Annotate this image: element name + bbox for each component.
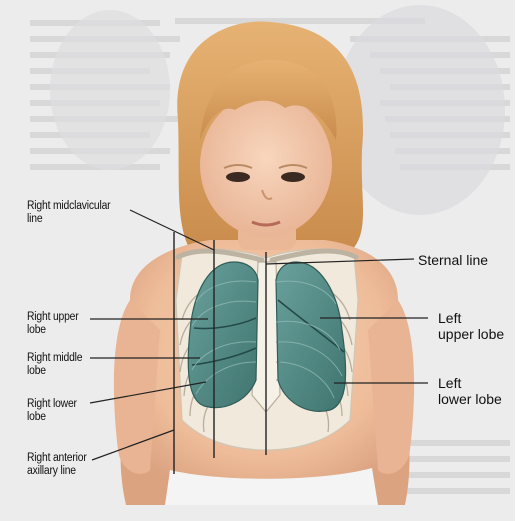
left-eye xyxy=(281,172,305,182)
face xyxy=(200,93,332,237)
label-right-upper-lobe: Right upper lobe xyxy=(27,311,79,337)
label-line-1: Right midclavicular xyxy=(27,200,110,213)
label-line-1: Left xyxy=(438,375,502,391)
label-line-1: Right middle xyxy=(27,352,82,365)
label-line-2: axillary line xyxy=(27,465,87,478)
label-line-1: Right upper xyxy=(27,311,79,324)
label-line-1: Right lower xyxy=(27,398,77,411)
label-line-2: lobe xyxy=(27,365,82,378)
label-line-1: Left xyxy=(438,310,504,326)
label-line-2: line xyxy=(27,213,110,226)
label-left-lower-lobe: Left lower lobe xyxy=(438,375,502,407)
label-sternal-line: Sternal line xyxy=(418,252,488,268)
label-right-lower-lobe: Right lower lobe xyxy=(27,398,77,424)
label-right-midclavicular-line: Right midclavicular line xyxy=(27,200,110,226)
label-right-anterior-axillary-line: Right anterior axillary line xyxy=(27,452,87,478)
label-line-2: lower lobe xyxy=(438,391,502,407)
label-line-2: lobe xyxy=(27,324,79,337)
label-right-middle-lobe: Right middle lobe xyxy=(27,352,82,378)
label-line-1: Right anterior xyxy=(27,452,87,465)
right-eye xyxy=(226,172,250,182)
label-line-2: lobe xyxy=(27,411,77,424)
label-left-upper-lobe: Left upper lobe xyxy=(438,310,504,342)
label-line-2: upper lobe xyxy=(438,326,504,342)
